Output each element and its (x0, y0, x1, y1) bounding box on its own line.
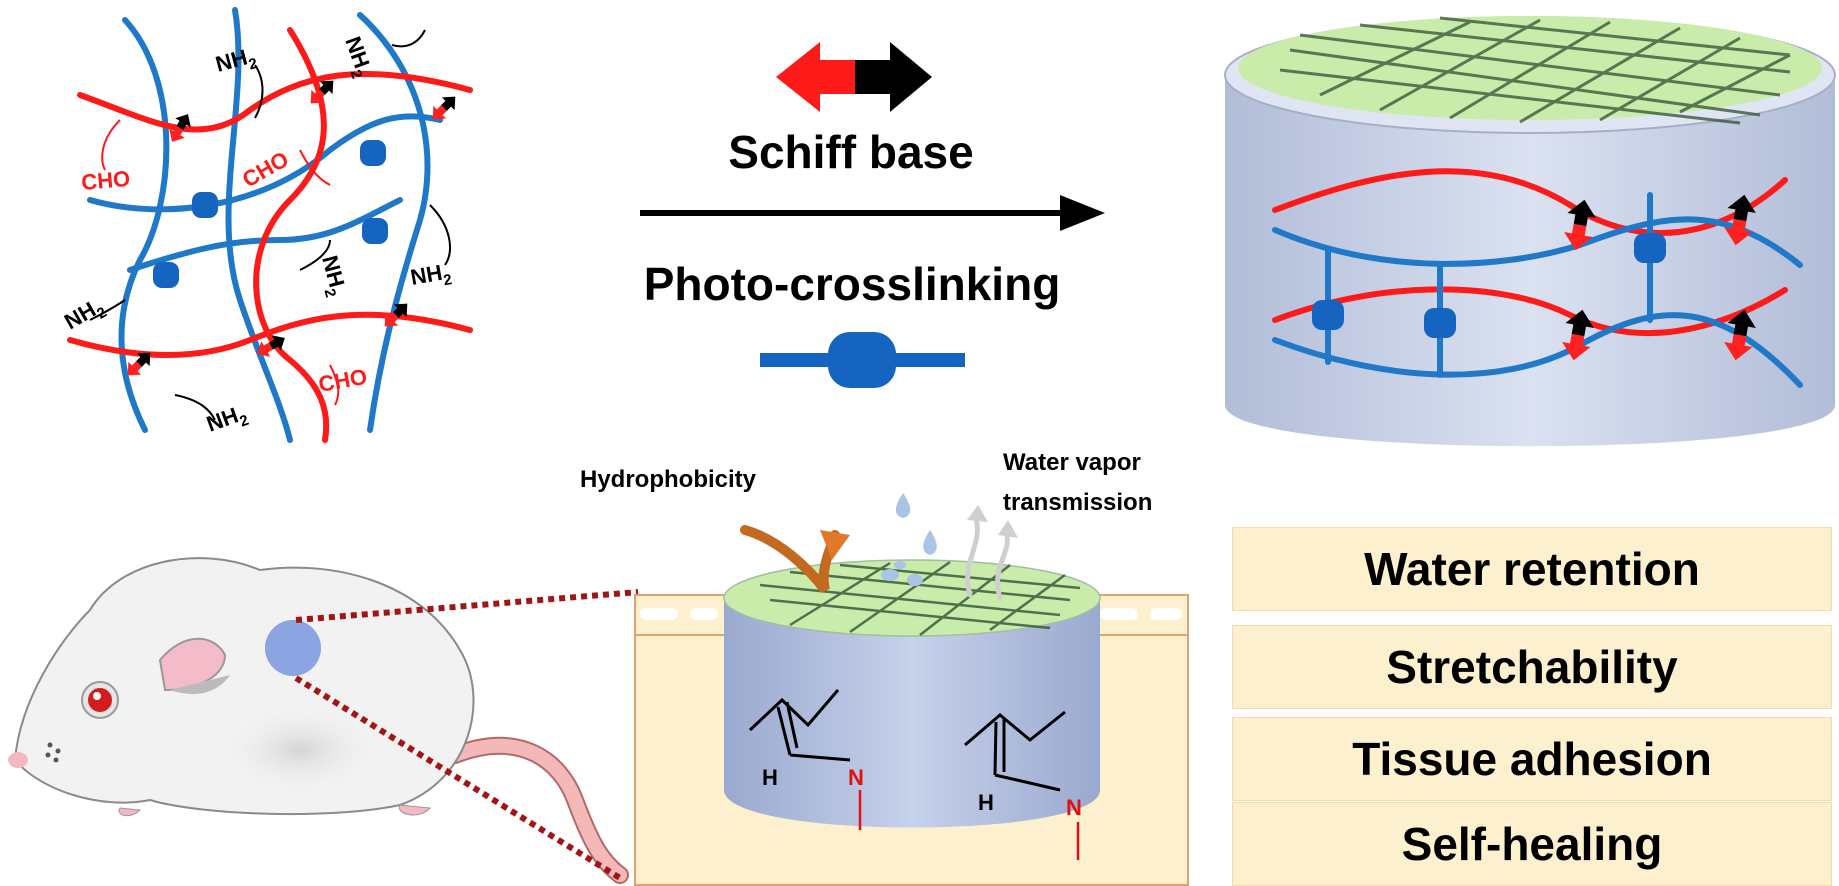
main-arrow-head (1060, 195, 1105, 231)
amine-label: NH2 (203, 399, 251, 441)
wound-spot (265, 620, 321, 676)
red-half-arrow (776, 42, 855, 112)
amine-label: NH2 (60, 293, 110, 339)
water-drops (881, 493, 937, 586)
aldehyde-label: CHO (80, 166, 131, 195)
property-label: Water retention (1364, 543, 1700, 595)
imine-h: H (978, 790, 994, 815)
mesh-grid (1279, 16, 1791, 125)
amine-chain (225, 7, 293, 443)
amine-chain (127, 197, 403, 273)
crosslink-symbol-node (828, 332, 896, 388)
mouse-illustration (8, 557, 629, 884)
amine-chain (118, 17, 170, 433)
hydrophobicity-label: Hydrophobicity (580, 466, 757, 493)
imine-h: H (762, 765, 778, 790)
property-water-retention: Water retention (1232, 527, 1832, 611)
polymer-network: NH2 NH2 NH2 NH2 NH2 NH2 CHO CHO CHO (60, 7, 473, 443)
imine-n: N (848, 765, 864, 790)
imine-n: N (1066, 795, 1082, 820)
aldehyde-label: CHO (238, 146, 293, 192)
property-tissue-adhesion: Tissue adhesion (1232, 717, 1832, 801)
schiff-base-label: Schiff base (728, 126, 973, 178)
crosslink-nodes (153, 140, 388, 288)
hydrogel-cylinder (1224, 16, 1836, 447)
property-label: Tissue adhesion (1352, 733, 1712, 785)
property-stretchability: Stretchability (1232, 625, 1832, 709)
mesh-grid-small (759, 560, 1081, 636)
photo-crosslinking-label: Photo-crosslinking (644, 258, 1061, 310)
zoom-lines (294, 589, 639, 881)
amine-label: NH2 (312, 253, 351, 300)
reaction-arrow: Schiff base Photo-crosslinking (640, 42, 1105, 388)
property-label: Stretchability (1386, 641, 1678, 693)
water-vapor-label-line2: transmission (1003, 489, 1152, 516)
amine-label: NH2 (409, 258, 454, 295)
amine-chain (357, 12, 431, 433)
skin-pores (640, 608, 1182, 620)
imine-motif (748, 689, 851, 762)
hydrophobic-arrow (740, 525, 840, 594)
imine-motif (964, 710, 1066, 792)
property-label: Self-healing (1401, 818, 1663, 870)
aldehyde-chain (77, 70, 473, 133)
black-half-arrow (855, 42, 932, 112)
aldehyde-label: CHO (317, 364, 369, 397)
hydrogel-top-surface (1238, 16, 1822, 120)
amine-chain (87, 113, 443, 213)
skin-wound-panel: H N H N (634, 493, 1189, 886)
water-vapor-label-line1: Water vapor (1003, 449, 1141, 476)
aldehyde-chain (253, 27, 330, 443)
property-self-healing: Self-healing (1232, 802, 1832, 886)
